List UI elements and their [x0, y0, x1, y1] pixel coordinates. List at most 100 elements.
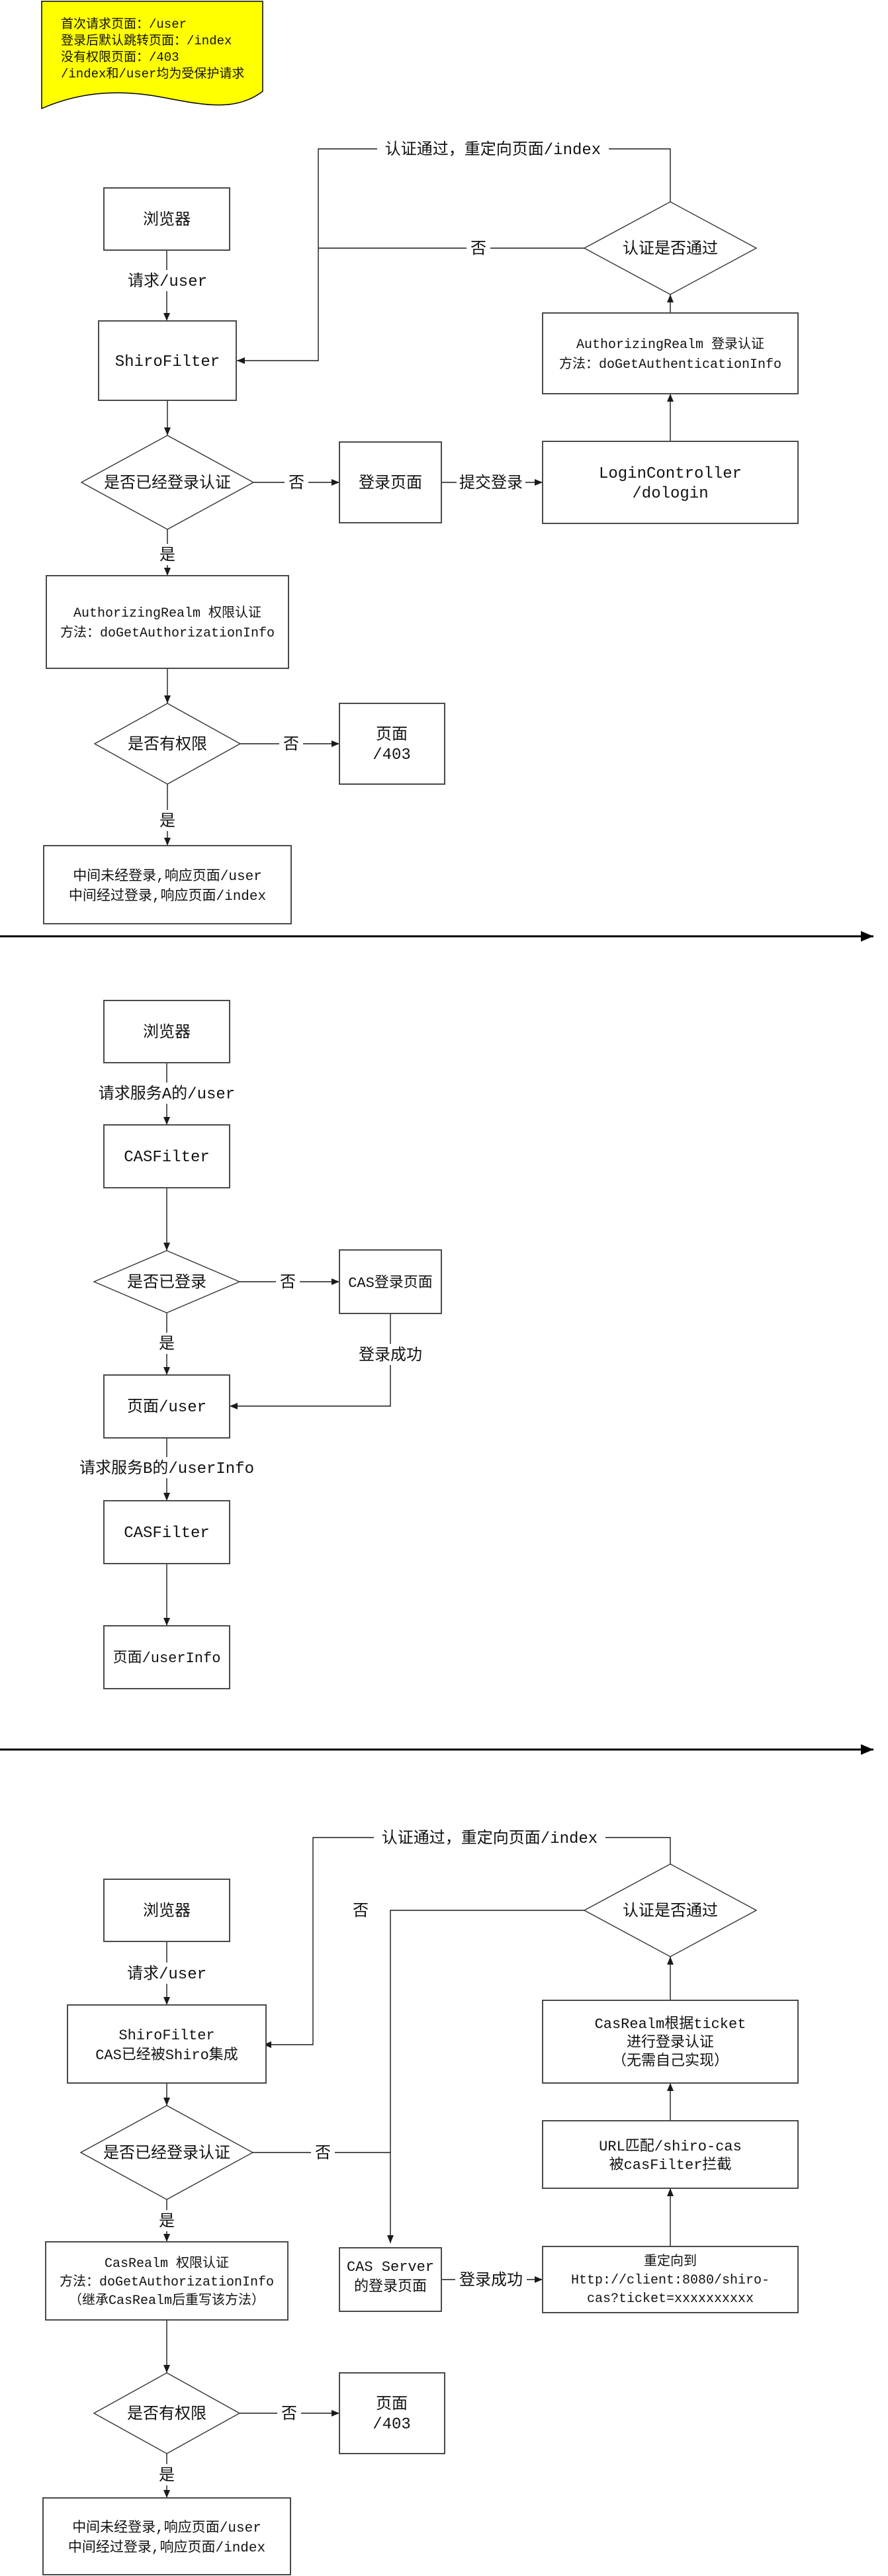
edge-label-no-permcheck-1: 否: [279, 733, 303, 754]
node-shirofilter-3-line1: ShiroFilter: [118, 2027, 214, 2044]
edge-label-yes-logincheck-2: 是: [155, 1333, 179, 1354]
node-browser-3-label: 浏览器: [143, 1902, 191, 1921]
edge-label-request-user-3: 请求/user: [125, 1963, 208, 1984]
node-casrealm-ticket-line3: （无需自己实现）: [612, 2053, 729, 2070]
node-url-match-line2: 被casFilter拦截: [609, 2156, 732, 2174]
node-result-3: 中间未经登录,响应页面/user 中间经过登录,响应页面/index: [42, 2497, 291, 2575]
node-casfilter-1-label: CASFilter: [124, 1149, 210, 1167]
edge-label-no-logincheck-2: 否: [276, 1271, 300, 1292]
node-casfilter-2-label: CASFilter: [124, 1525, 210, 1542]
edge-label-request-b-text: 请求服务B的/userInfo: [79, 1459, 254, 1478]
edge-label-no-logincheck-2-text: 否: [280, 1274, 296, 1292]
edge-label-yes-logincheck-1: 是: [155, 544, 179, 565]
decision-auth-pass-1: 认证是否通过: [583, 201, 758, 295]
node-casrealm-authz-line3: （继承CasRealm后重写该方法）: [69, 2292, 265, 2309]
node-shirofilter-3: ShiroFilter CAS已经被Shiro集成: [67, 2004, 267, 2084]
edge-label-yes-logincheck-2-text: 是: [159, 1335, 175, 1354]
decision-auth-pass-1-label: 认证是否通过: [623, 240, 718, 259]
node-redirect-ticket-line2: Http://client:8080/shiro-: [571, 2273, 770, 2288]
edge-label-yes-logincheck-1-text: 是: [159, 547, 175, 565]
edge-label-yes-logincheck-3: 是: [155, 2210, 179, 2231]
node-page-userinfo: 页面/userInfo: [103, 1625, 230, 1689]
node-result-1: 中间未经登录,响应页面/user 中间经过登录,响应页面/index: [43, 845, 292, 924]
edge-label-no-logincheck-1-text: 否: [289, 475, 304, 493]
node-authc-realm-line2: 方法：doGetAuthenticationInfo: [559, 356, 781, 373]
node-page-userinfo-label: 页面/userInfo: [113, 1650, 221, 1667]
node-casfilter-2: CASFilter: [103, 1500, 230, 1564]
node-cas-login-page-label: CAS登录页面: [348, 1274, 433, 1292]
node-cas-server-line1: CAS Server: [347, 2259, 434, 2276]
note-line-2: 登录后默认跳转页面：/index: [61, 33, 232, 48]
edge-label-auth-redirect-1: 认证通过，重定向页面/index: [377, 138, 609, 159]
node-casrealm-authz-line1: CasRealm 权限认证: [105, 2255, 229, 2272]
node-shirofilter-1-label: ShiroFilter: [115, 353, 220, 371]
node-browser-1: 浏览器: [103, 187, 230, 251]
edge-label-no-permcheck-1-text: 否: [283, 736, 299, 754]
decision-auth-pass-3-label: 认证是否通过: [623, 1902, 718, 1921]
node-authz-realm: AuthorizingRealm 权限认证 方法：doGetAuthorizat…: [46, 575, 289, 669]
edge-label-login-success-3: 登录成功: [455, 2269, 527, 2290]
node-browser-3: 浏览器: [103, 1879, 230, 1942]
node-url-match-line1: URL匹配/shiro-cas: [599, 2139, 742, 2155]
decision-login-check-1: 是否已经登录认证: [80, 435, 255, 530]
edge-label-auth-redirect-3: 认证通过，重定向页面/index: [374, 1827, 605, 1848]
node-result-3-line2: 中间经过登录,响应页面/index: [68, 2540, 265, 2556]
node-shirofilter-3-line2: CAS已经被Shiro集成: [95, 2047, 238, 2064]
node-browser-1-label: 浏览器: [143, 210, 191, 230]
decision-perm-check-1: 是否有权限: [93, 703, 242, 785]
edge-label-no-authpass-3: 否: [349, 1900, 373, 1921]
node-login-controller: LoginController /dologin: [542, 441, 799, 524]
edge-label-no-logincheck-3: 否: [311, 2142, 335, 2163]
connector-authpass-redirect-feedback: [237, 148, 671, 364]
decision-login-check-3: 是否已经登录认证: [79, 2105, 254, 2200]
edge-label-login-success-2: 登录成功: [354, 1344, 427, 1365]
node-browser-2-label: 浏览器: [143, 1023, 191, 1042]
edge-label-login-success-2-text: 登录成功: [359, 1346, 422, 1365]
decision-auth-pass-3: 认证是否通过: [583, 1863, 758, 1957]
edge-label-no-authpass-3-text: 否: [353, 1903, 369, 1921]
edge-label-request-user-1: 请求/user: [126, 270, 209, 291]
edge-label-auth-redirect-1-text: 认证通过，重定向页面/index: [385, 140, 601, 159]
node-casrealm-authz-line2: 方法：doGetAuthorizationInfo: [60, 2274, 274, 2290]
node-casrealm-authz: CasRealm 权限认证 方法：doGetAuthorizationInfo …: [45, 2241, 289, 2321]
edge-label-auth-redirect-3-text: 认证通过，重定向页面/index: [382, 1829, 598, 1848]
node-authc-realm-line1: AuthorizingRealm 登录认证: [576, 336, 764, 353]
node-authz-realm-line2: 方法：doGetAuthorizationInfo: [60, 625, 275, 641]
node-browser-2: 浏览器: [103, 1000, 230, 1063]
decision-login-check-3-label: 是否已经登录认证: [103, 2144, 230, 2163]
node-cas-server-line2: 的登录页面: [354, 2278, 427, 2295]
node-page-403-3: 页面 /403: [339, 2372, 445, 2454]
node-casrealm-ticket-line2: 进行登录认证: [627, 2034, 714, 2051]
node-authz-realm-line1: AuthorizingRealm 权限认证: [73, 605, 261, 621]
decision-perm-check-1-label: 是否有权限: [128, 735, 207, 754]
edge-label-request-a-text: 请求服务A的/user: [99, 1085, 235, 1104]
edge-label-yes-permcheck-3: 是: [155, 2464, 179, 2485]
edge-label-no-logincheck-3-text: 否: [315, 2145, 331, 2163]
edge-label-no-authpass-1: 否: [466, 238, 490, 259]
edge-label-no-authpass-1-text: 否: [470, 241, 486, 259]
node-login-page-label: 登录页面: [359, 474, 422, 493]
edge-label-request-b: 请求服务B的/userInfo: [79, 1457, 254, 1478]
node-result-1-line1: 中间未经登录,响应页面/user: [73, 868, 262, 885]
edge-label-login-success-3-text: 登录成功: [459, 2271, 523, 2290]
edge-label-submit-login-text: 提交登录: [459, 474, 523, 493]
decision-login-check-1-label: 是否已经登录认证: [104, 474, 231, 493]
node-redirect-ticket-line3: cas?ticket=xxxxxxxxxx: [587, 2291, 754, 2307]
decision-login-check-2: 是否已登录: [93, 1250, 241, 1313]
node-casrealm-ticket: CasRealm根据ticket 进行登录认证 （无需自己实现）: [542, 2000, 799, 2084]
decision-login-check-2-label: 是否已登录: [127, 1273, 206, 1292]
node-redirect-ticket-line1: 重定向到: [644, 2253, 697, 2270]
node-page-403-3-line1: 页面: [376, 2396, 408, 2414]
edge-label-request-user-1-text: 请求/user: [128, 272, 207, 291]
node-result-3-line1: 中间未经登录,响应页面/user: [72, 2520, 261, 2536]
note-line-4: /index和/user均为受保护请求: [61, 66, 244, 81]
node-url-match: URL匹配/shiro-cas 被casFilter拦截: [542, 2120, 799, 2189]
node-result-1-line2: 中间经过登录,响应页面/index: [69, 888, 266, 905]
decision-perm-check-3-label: 是否有权限: [127, 2405, 206, 2424]
sticky-note: 首次请求页面：/user 登录后默认跳转页面：/index 没有权限页面：/40…: [41, 1, 263, 110]
edge-label-yes-permcheck-1: 是: [155, 810, 179, 831]
node-casrealm-ticket-line1: CasRealm根据ticket: [595, 2016, 746, 2033]
decision-perm-check-3: 是否有权限: [93, 2372, 241, 2454]
